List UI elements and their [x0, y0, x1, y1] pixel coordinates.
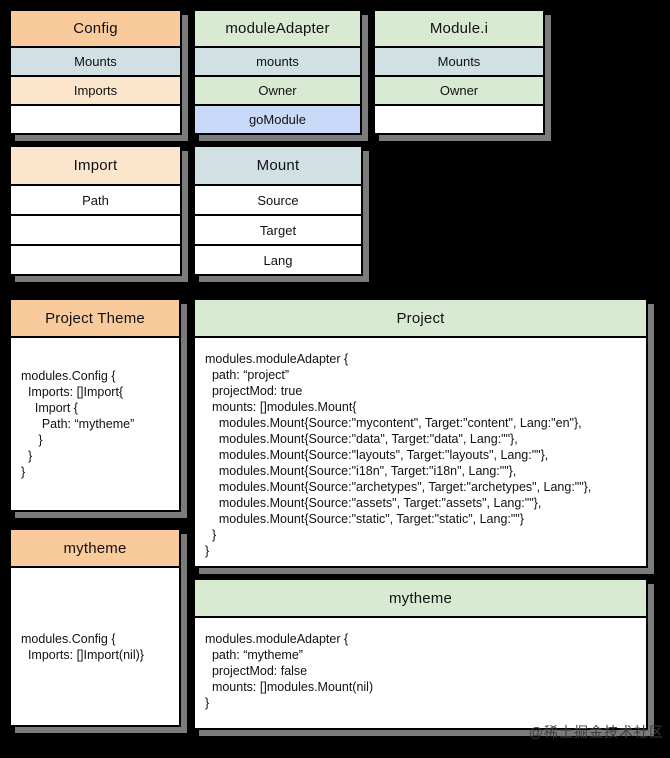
- table-module-i-row-empty: [375, 104, 543, 133]
- table-config: Config Mounts Imports: [9, 9, 182, 135]
- table-module-adapter-row-mounts: mounts: [195, 48, 360, 75]
- table-import-row-empty-2: [11, 244, 180, 274]
- code-box-mytheme-config-code: modules.Config { Imports: []Import(nil)}: [11, 568, 179, 725]
- table-module-i-title: Module.i: [375, 11, 543, 48]
- code-box-project-theme-title: Project Theme: [11, 300, 179, 338]
- code-box-project-title: Project: [195, 300, 646, 338]
- table-module-i: Module.i Mounts Owner: [373, 9, 545, 135]
- table-mount-row-lang: Lang: [195, 244, 361, 274]
- table-module-adapter-title: moduleAdapter: [195, 11, 360, 48]
- table-mount: Mount Source Target Lang: [193, 145, 363, 276]
- table-config-title: Config: [11, 11, 180, 48]
- code-box-mytheme-config-title: mytheme: [11, 530, 179, 568]
- code-box-mytheme-config: mytheme modules.Config { Imports: []Impo…: [9, 528, 181, 727]
- code-box-mytheme-adapter-title: mytheme: [195, 580, 646, 618]
- table-mount-row-source: Source: [195, 186, 361, 214]
- table-config-row-empty: [11, 104, 180, 133]
- table-module-i-row-mounts: Mounts: [375, 48, 543, 75]
- table-config-row-imports: Imports: [11, 75, 180, 104]
- table-import-title: Import: [11, 147, 180, 186]
- code-box-project-code: modules.moduleAdapter { path: “project” …: [195, 338, 646, 566]
- table-module-i-row-owner: Owner: [375, 75, 543, 104]
- code-box-project: Project modules.moduleAdapter { path: “p…: [193, 298, 648, 568]
- table-import-row-empty-1: [11, 214, 180, 244]
- table-mount-title: Mount: [195, 147, 361, 186]
- table-import: Import Path: [9, 145, 182, 276]
- table-module-adapter-row-gomodule: goModule: [195, 104, 360, 133]
- table-import-row-path: Path: [11, 186, 180, 214]
- table-mount-row-target: Target: [195, 214, 361, 244]
- code-box-mytheme-adapter: mytheme modules.moduleAdapter { path: “m…: [193, 578, 648, 730]
- code-box-mytheme-adapter-code: modules.moduleAdapter { path: “mytheme” …: [195, 618, 646, 728]
- table-config-row-mounts: Mounts: [11, 48, 180, 75]
- table-module-adapter-row-owner: Owner: [195, 75, 360, 104]
- code-box-project-theme: Project Theme modules.Config { Imports: …: [9, 298, 181, 512]
- table-module-adapter: moduleAdapter mounts Owner goModule: [193, 9, 362, 135]
- code-box-project-theme-code: modules.Config { Imports: []Import{ Impo…: [11, 338, 179, 510]
- watermark-text: @稀土掘金技术社区: [528, 724, 664, 740]
